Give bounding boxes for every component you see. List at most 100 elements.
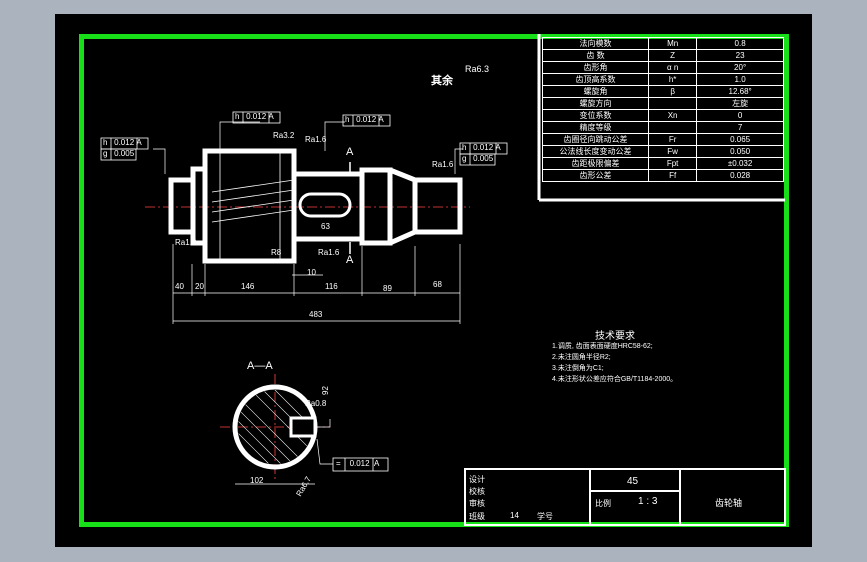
- dim-shoulder: R8: [271, 248, 282, 257]
- gear-param-symbol: β: [648, 85, 698, 98]
- gear-param-symbol: [648, 121, 698, 134]
- title-row-3: 审核: [469, 499, 485, 508]
- section-depth: 92: [320, 386, 330, 395]
- tol-frame-4: h 0.012 A: [345, 115, 384, 124]
- tol-frame-3: h 0.012 A: [235, 112, 274, 121]
- shaft-drawing: [100, 34, 786, 526]
- gear-param-row: 精度等级 7: [541, 121, 784, 134]
- gear-param-name: 齿顶高系数: [541, 73, 650, 86]
- title-row-1: 设计: [469, 475, 485, 484]
- dim-116: 116: [325, 282, 338, 291]
- gear-param-name: 螺旋角: [541, 85, 650, 98]
- gear-param-symbol: Mn: [648, 37, 698, 50]
- roughness-4: Ra1.6: [318, 248, 340, 257]
- class-value: 14: [510, 511, 519, 520]
- dim-total: 483: [309, 310, 323, 319]
- title-row-2: 校核: [469, 487, 485, 496]
- gear-param-name: 公法线长度变动公差: [541, 145, 650, 158]
- gear-param-symbol: Ff: [648, 169, 698, 182]
- roughness-3: Ra1.6: [432, 160, 454, 169]
- gear-param-symbol: Fpt: [648, 157, 698, 170]
- gear-param-value: 0: [696, 109, 784, 122]
- frame-top: [79, 34, 789, 39]
- tol-frame-6: g 0.005: [462, 154, 494, 163]
- gear-param-name: 精度等级: [541, 121, 650, 134]
- scale-value: 1 : 3: [638, 496, 658, 507]
- frame-bottom: [79, 522, 789, 527]
- frame-right: [784, 34, 789, 527]
- dim-68: 68: [433, 280, 442, 289]
- gear-param-name: 齿 数: [541, 49, 650, 62]
- part-name: 齿轮轴: [715, 498, 743, 508]
- tech-req-item: 1.调质, 齿面表面硬度HRC58-62;: [552, 343, 653, 350]
- gear-param-name: 齿形公差: [541, 169, 650, 182]
- dim-146: 146: [241, 282, 255, 291]
- gear-param-value: 12.68°: [696, 85, 784, 98]
- title-row-4: 班级: [469, 512, 485, 521]
- gear-param-row: 螺旋方向 左旋: [541, 97, 784, 110]
- cut-mark-bottom: A: [346, 254, 354, 266]
- dim-gap: 10: [307, 268, 316, 277]
- gear-param-symbol: Fw: [648, 145, 698, 158]
- gear-param-symbol: [648, 97, 698, 110]
- tech-req-title: 技术要求: [595, 331, 635, 342]
- gear-param-value: 0.028: [696, 169, 784, 182]
- tol-frame-7: = 0.012 A: [336, 459, 380, 468]
- cut-mark-top: A: [346, 146, 354, 158]
- gear-param-value: 左旋: [696, 97, 784, 110]
- gear-param-symbol: Fr: [648, 133, 698, 146]
- tech-req-item: 3.未注倒角为C1;: [552, 365, 604, 372]
- gear-param-value: 20°: [696, 61, 784, 74]
- gear-param-name: 齿圈径向跳动公差: [541, 133, 650, 146]
- roughness-1: Ra3.2: [273, 131, 295, 140]
- surface-finish-note: 其余: [431, 75, 453, 87]
- section-label: A—A: [247, 360, 273, 372]
- gear-param-symbol: Z: [648, 49, 698, 62]
- gear-param-name: 齿形角: [541, 61, 650, 74]
- gear-param-value: 0.065: [696, 133, 784, 146]
- scale-label: 比例: [595, 499, 611, 508]
- dim-keyway: 63: [321, 222, 330, 231]
- student-id-label: 学号: [537, 512, 553, 521]
- surface-finish-value: Ra6.3: [465, 64, 490, 74]
- gear-param-symbol: h*: [648, 73, 698, 86]
- roughness-2: Ra1.6: [305, 135, 327, 144]
- gear-param-value: 1.0: [696, 73, 784, 86]
- dim-20: 20: [195, 282, 204, 291]
- frame-left: [79, 34, 84, 527]
- tol-frame-2: g 0.005: [103, 149, 135, 158]
- tech-req-list: 1.调质, 齿面表面硬度HRC58-62; 2.未注圆角半径R2; 3.未注倒角…: [552, 341, 677, 385]
- roughness-5: Ra1.2: [175, 238, 197, 247]
- gear-param-value: ±0.032: [696, 157, 784, 170]
- gear-param-value: 23: [696, 49, 784, 62]
- tol-frame-1: h 0.012 A: [103, 138, 142, 147]
- gear-param-value: 0.8: [696, 37, 784, 50]
- gear-param-name: 法向模数: [541, 37, 650, 50]
- gear-param-symbol: α n: [648, 61, 698, 74]
- gear-param-value: 7: [696, 121, 784, 134]
- gear-param-name: 螺旋方向: [541, 97, 650, 110]
- gear-param-value: 0.050: [696, 145, 784, 158]
- material: 45: [627, 476, 639, 487]
- gear-param-name: 齿距极限偏差: [541, 157, 650, 170]
- gear-param-name: 变位系数: [541, 109, 650, 122]
- tol-frame-5: h 0.012 A: [462, 143, 501, 152]
- gear-param-symbol: Xn: [648, 109, 698, 122]
- tech-req-item: 2.未注圆角半径R2;: [552, 354, 611, 361]
- section-diameter: 102: [250, 476, 264, 485]
- tech-req-item: 4.未注形状公差应符合GB/T1184-2000。: [552, 376, 678, 383]
- roughness-6: Ra0.8: [305, 399, 327, 408]
- dim-40: 40: [175, 282, 184, 291]
